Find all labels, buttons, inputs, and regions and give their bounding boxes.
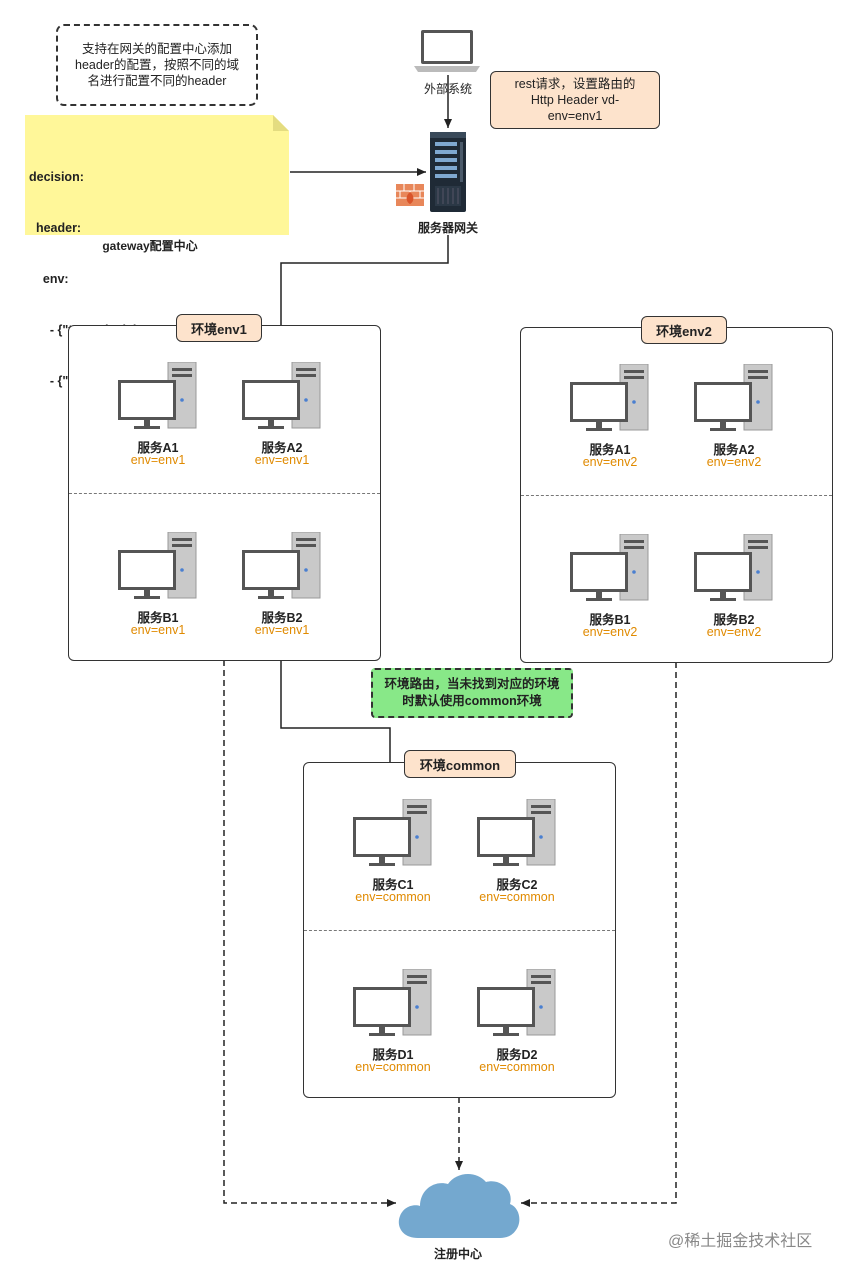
common-divider: [304, 930, 615, 931]
external-system-label: 外部系统: [423, 82, 472, 96]
service-computer-icon: [353, 798, 433, 869]
config-line: header:: [29, 221, 82, 235]
service-env-tag: env=env2: [582, 625, 638, 639]
service-name: 服务A1: [589, 443, 631, 457]
service-name: 服务B1: [137, 611, 179, 625]
registry-cloud-icon: [396, 1168, 522, 1242]
rest-request-note-text: rest请求，设置路由的Http Header vd-env=env1: [514, 77, 636, 123]
service-env-tag: env=common: [479, 1060, 555, 1074]
service-env-tag: env=env1: [254, 623, 310, 637]
service-computer-icon: [477, 798, 557, 869]
service-name: 服务A2: [713, 443, 755, 457]
service-computer-icon: [242, 531, 322, 602]
registry-label: 注册中心: [433, 1247, 482, 1261]
service-computer-icon: [570, 363, 650, 434]
edge-env1-registry: [223, 660, 396, 1207]
service-computer-icon: [353, 968, 433, 1039]
config-line: env:: [29, 272, 69, 286]
service-name: 服务C2: [496, 878, 538, 892]
service-env-tag: env=env2: [582, 455, 638, 469]
service-computer-icon: [477, 968, 557, 1039]
gateway-label: 服务器网关: [417, 221, 478, 235]
routing-note-text: 环境路由，当未找到对应的环境时默认使用common环境: [384, 677, 560, 708]
service-env-tag: env=env1: [130, 453, 186, 467]
config-line: decision:: [29, 170, 84, 184]
service-name: 服务B1: [589, 613, 631, 627]
env2-divider: [521, 495, 832, 496]
gateway-config-center: decision: header: env: - {"test1.decisio…: [25, 115, 289, 388]
service-env-tag: env=env2: [706, 455, 762, 469]
gateway-config-note-text: 支持在网关的配置中心添加header的配置，按照不同的域名进行配置不同的head…: [75, 42, 239, 88]
rest-request-note: rest请求，设置路由的Http Header vd-env=env1: [490, 71, 660, 129]
service-env-tag: env=common: [355, 890, 431, 904]
service-computer-icon: [570, 533, 650, 604]
external-system-laptop-icon: [410, 28, 486, 76]
service-computer-icon: [118, 531, 198, 602]
edge-env2-registry: [521, 662, 677, 1207]
service-env-tag: env=env2: [706, 625, 762, 639]
env1-title: 环境env1: [176, 314, 262, 342]
service-env-tag: env=common: [355, 1060, 431, 1074]
service-computer-icon: [694, 363, 774, 434]
service-name: 服务B2: [713, 613, 755, 627]
firewall-icon: [396, 184, 424, 206]
service-name: 服务D1: [372, 1048, 414, 1062]
env1-divider: [69, 493, 380, 494]
edge-gateway-env1-a2: [277, 235, 449, 358]
common-title: 环境common: [404, 750, 516, 778]
service-computer-icon: [694, 533, 774, 604]
service-name: 服务A2: [261, 441, 303, 455]
gateway-server-icon: [396, 130, 468, 214]
env2-title: 环境env2: [641, 316, 727, 344]
gateway-config-note: 支持在网关的配置中心添加header的配置，按照不同的域名进行配置不同的head…: [56, 24, 258, 106]
service-computer-icon: [118, 361, 198, 432]
service-env-tag: env=env1: [254, 453, 310, 467]
service-env-tag: env=common: [479, 890, 555, 904]
service-env-tag: env=env1: [130, 623, 186, 637]
service-computer-icon: [242, 361, 322, 432]
service-name: 服务C1: [372, 878, 414, 892]
service-name: 服务A1: [137, 441, 179, 455]
config-caption: gateway配置中心: [102, 239, 198, 253]
routing-note: 环境路由，当未找到对应的环境时默认使用common环境: [371, 668, 573, 718]
watermark: @稀土掘金技术社区: [668, 1233, 813, 1250]
service-name: 服务D2: [496, 1048, 538, 1062]
service-name: 服务B2: [261, 611, 303, 625]
